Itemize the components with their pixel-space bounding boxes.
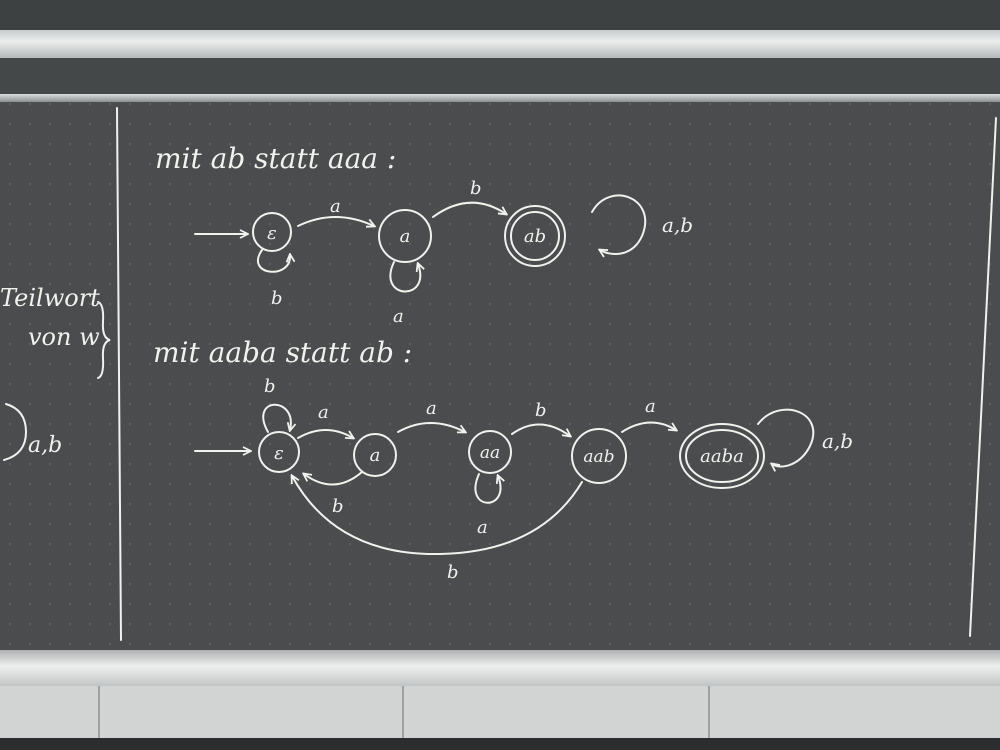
fragment-teilwort: Teilwort bbox=[0, 284, 100, 312]
svg-text:aa: aa bbox=[480, 443, 500, 463]
s1-loop-ab-label: a,b bbox=[662, 213, 693, 237]
fragment-state-arc bbox=[3, 403, 28, 461]
svg-text:ε: ε bbox=[274, 443, 284, 464]
upper-chalk-tray bbox=[0, 30, 1000, 58]
s1-state-a: a bbox=[378, 209, 432, 263]
s2-loop-aaba-label: a,b bbox=[822, 429, 853, 453]
divider-line-left bbox=[116, 107, 122, 641]
s1-loop-epsilon-label: b bbox=[271, 288, 283, 309]
svg-text:a: a bbox=[400, 226, 411, 247]
s2-edge-a-e bbox=[304, 471, 363, 486]
s2-loop-aa-label: a bbox=[477, 517, 488, 538]
s1-loop-a bbox=[389, 261, 420, 293]
board-rail bbox=[0, 58, 1000, 94]
s2-loop-aa bbox=[474, 473, 500, 504]
s2-edge-a-aa-label: a bbox=[426, 398, 437, 419]
s2-edge-aab-aaba bbox=[621, 421, 676, 433]
s1-edge-e-a-label: a bbox=[330, 196, 341, 217]
s2-edge-a-e-label: b bbox=[332, 496, 344, 517]
wall-panel-seam bbox=[98, 686, 100, 750]
s1-edge-e-a bbox=[297, 216, 374, 226]
svg-text:ε: ε bbox=[267, 223, 277, 244]
wall-baseboard bbox=[0, 738, 1000, 750]
chalkboard bbox=[0, 94, 1000, 654]
wall-panel-seam bbox=[708, 686, 710, 750]
svg-text:aab: aab bbox=[583, 447, 614, 467]
s2-loop-epsilon-label: b bbox=[264, 376, 276, 397]
wall-panel-seam bbox=[402, 686, 404, 750]
svg-text:ab: ab bbox=[524, 226, 546, 247]
fragment-brace bbox=[97, 301, 111, 379]
section1-heading: mit ab statt aaa : bbox=[155, 142, 396, 175]
s2-loop-epsilon bbox=[262, 403, 291, 433]
s2-edge-e-a bbox=[297, 429, 353, 438]
chalkboard-frame-top bbox=[0, 94, 1000, 102]
s2-edge-aa-aab-label: b bbox=[535, 400, 547, 421]
s1-loop-epsilon bbox=[257, 249, 290, 273]
svg-text:a: a bbox=[370, 445, 381, 466]
s2-edge-aab-aaba-label: a bbox=[645, 396, 656, 417]
section2-heading: mit aaba statt ab : bbox=[153, 336, 412, 369]
s1-edge-a-ab bbox=[432, 201, 506, 218]
s2-state-aa: aa bbox=[468, 430, 512, 474]
s2-edge-e-a-label: a bbox=[318, 402, 329, 423]
s1-loop-ab bbox=[591, 194, 647, 254]
s1-edge-a-ab-label: b bbox=[470, 178, 482, 199]
s2-state-a: a bbox=[353, 433, 397, 477]
lower-chalk-tray bbox=[0, 650, 1000, 686]
s2-loop-aaba bbox=[757, 408, 815, 467]
s2-edge-a-aa bbox=[397, 422, 465, 432]
s2-state-epsilon: ε bbox=[258, 431, 300, 473]
fragment-loop-label: a,b bbox=[28, 433, 62, 458]
s2-edge-aab-e bbox=[292, 476, 583, 556]
s2-edge-aab-e-label: b bbox=[447, 562, 459, 583]
s2-state-aab: aab bbox=[571, 428, 627, 484]
divider-line-right bbox=[969, 117, 997, 637]
s1-state-epsilon: ε bbox=[252, 212, 292, 252]
fragment-von-w: von w bbox=[28, 323, 100, 351]
s1-loop-a-label: a bbox=[393, 306, 404, 327]
svg-text:aaba: aaba bbox=[700, 446, 744, 467]
s1-state-ab-accepting: ab bbox=[504, 205, 566, 267]
s2-state-aaba-accepting: aaba bbox=[679, 423, 765, 489]
s2-edge-aa-aab bbox=[511, 423, 570, 436]
